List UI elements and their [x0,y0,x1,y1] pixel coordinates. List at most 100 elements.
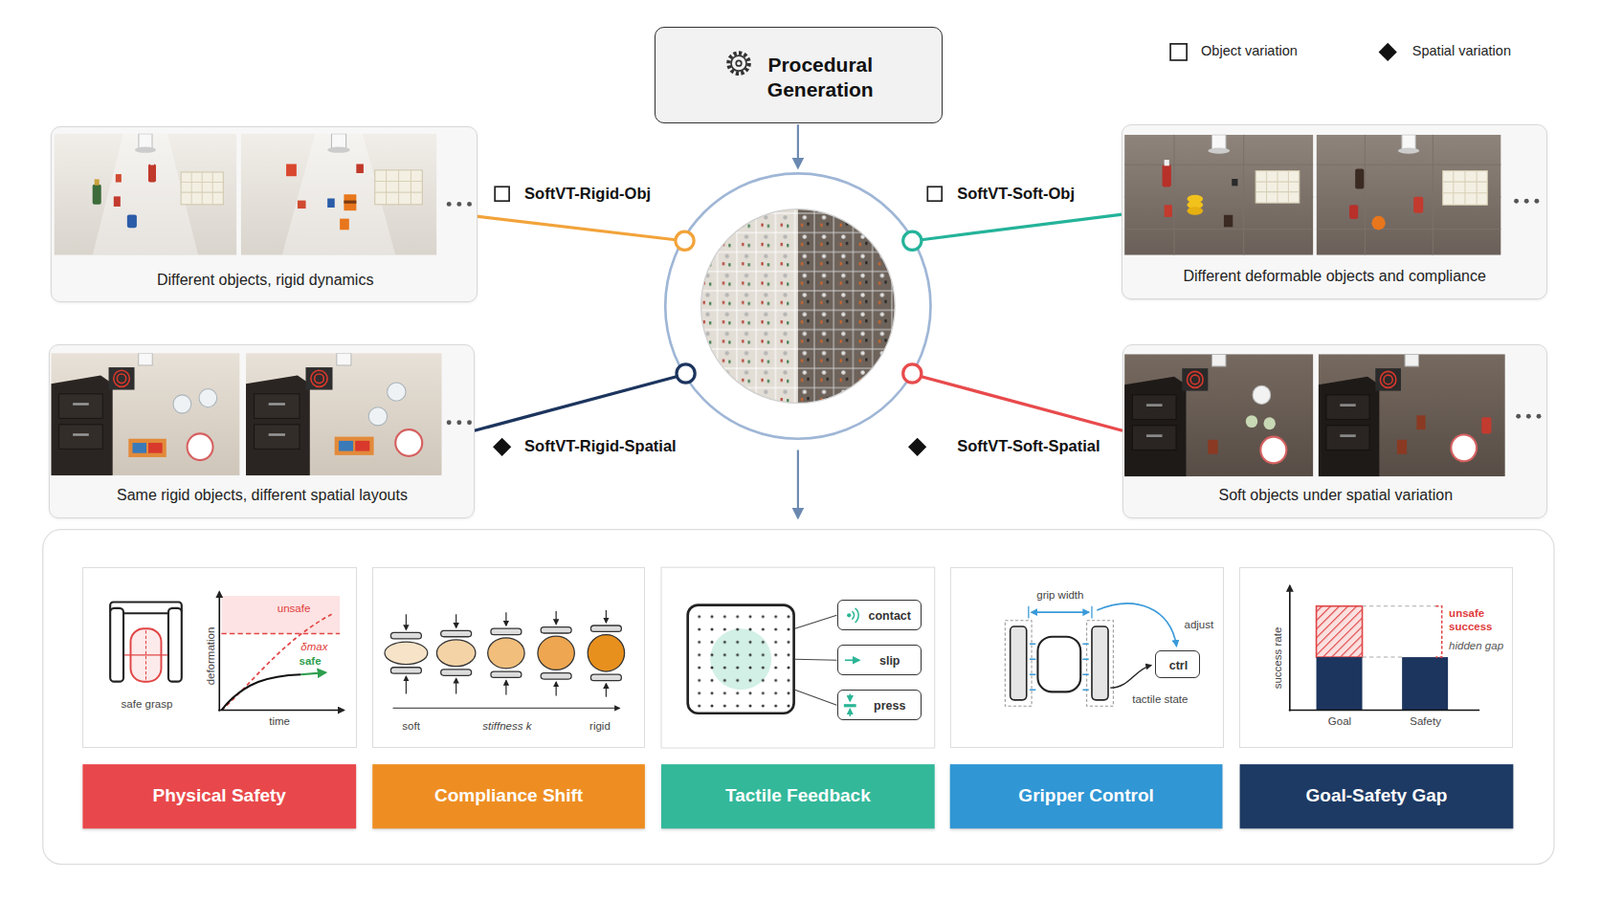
compliance-figure-part [488,638,525,669]
flow-arrows-part [797,124,800,168]
text-label: success rate [1271,626,1286,689]
variant-lines [474,186,1123,457]
gripper-figure-part [1037,637,1081,693]
compliance-figure-part [505,681,507,696]
legend-symbols-part [1170,44,1187,61]
scene-hub-part [701,209,896,404]
scene-images-part-part [395,429,423,457]
scene-hub [665,173,931,439]
scene-images-part-part [1164,204,1173,218]
band-fills-part [372,764,645,829]
scene-images-part-part [314,374,325,384]
variant-lines-part [676,364,695,383]
scene-images-part [446,201,452,207]
scene-images-part [1318,354,1506,477]
tactile-figure-part [844,659,860,662]
panel-fills-part [1122,345,1548,519]
scene-images-part-part [311,370,328,387]
scene-images-part-part [355,441,370,452]
gap-chart-part [1362,605,1440,607]
scene-hub-part-part [701,209,799,404]
generator-box-fill-part [731,55,747,71]
gap-chart-part [1362,657,1403,659]
panel-fills-part [48,345,475,519]
scene-images-part-part [1398,147,1420,154]
scene-images-part-part [180,172,223,205]
panel-fills-part [50,126,478,303]
safe-grasp-figure-part [301,672,327,675]
gripper-figure-part [1096,603,1177,646]
gripper-figure-part [1091,626,1109,701]
variant-lines-part [474,377,677,432]
text-label: hidden gap [1448,640,1504,654]
scene-images-part-part [1231,178,1238,186]
scene-images-part-part [1326,395,1370,421]
variant-lines-part [921,377,1123,432]
scene-images-part [241,133,438,256]
gap-chart-part [1401,657,1448,711]
compliance-figure-part [405,676,407,694]
scene-images-part-part [241,133,438,256]
tactile-figure-part [692,610,796,713]
tactile-figure-part [849,709,851,716]
scene-images-part-part [339,219,350,231]
tactile-figure-part [844,704,857,708]
scene-images-part-part [1124,134,1313,256]
text-label: adjust [1184,619,1215,633]
compliance-figure-part [384,642,428,665]
compliance-figure-part [555,611,557,624]
category-band: Physical Safety [82,764,356,829]
scene-images-part-part [187,433,214,461]
scene-images-part-part [254,424,300,450]
text-label: slip [879,653,901,668]
scene-images-part-part [355,164,364,175]
scene-images-part-part [1450,434,1477,462]
text-label: tactile state [1132,694,1188,709]
compliance-figure-part [441,630,472,637]
scene-images-part [1536,414,1542,420]
compliance-figure-part [490,671,522,678]
compliance-figure-part [405,614,407,630]
gripper-figure-part [1028,606,1092,620]
scene-images-part-part [1318,377,1380,478]
gripper-figure [1004,603,1177,707]
scene-images-part-part [50,353,240,476]
tactile-figure-part [795,615,838,629]
scene-images-part-part [286,164,297,178]
scene-images-part-part [1404,354,1419,367]
text-label: Soft objects under spatial variation [1218,487,1453,506]
scene-images-part-part [148,164,156,183]
scene-images-part-part [1207,440,1218,455]
scene-images-part-part [1416,415,1425,430]
scene-images-part [1526,414,1532,420]
compliance-figure-part [590,625,622,632]
gripper-figure-part [1087,621,1114,708]
band-fills-part [661,764,935,829]
category-band: Goal-Safety Gap [1240,764,1514,829]
scene-images-part [245,353,443,476]
variant-lines-part [476,216,676,241]
compliance-figure-part [587,635,624,672]
scene-images-part-part [1187,206,1204,215]
scene-images-part-part [150,158,155,165]
scene-images-part-part [1207,147,1230,154]
scene-images-part [1316,134,1502,256]
scene-images-part [1524,199,1530,204]
tactile-figure [688,605,860,717]
scene-panel: Soft objects under spatial variation [1122,344,1548,518]
text-label: Gripper Control [1018,785,1154,808]
variant-lines-part [921,214,1123,241]
safe-grasp-figure-part [145,630,147,680]
scene-images-part-part [1339,405,1356,437]
scene-panel: Different deformable objects and complia… [1121,124,1548,300]
scene-images-part-part [1245,415,1258,428]
scene-images-part-part [1326,425,1370,451]
scene-images-part-part [173,395,192,414]
illustration-card: softstiffness krigid [372,567,645,749]
scene-images-part-part [1443,171,1489,206]
scene-images-part-part [180,172,223,205]
gripper-figure-part [1029,644,1089,690]
compliance-figure-part [390,667,422,674]
scene-images-part-part [368,407,387,426]
scene-images-part-part [128,439,166,458]
